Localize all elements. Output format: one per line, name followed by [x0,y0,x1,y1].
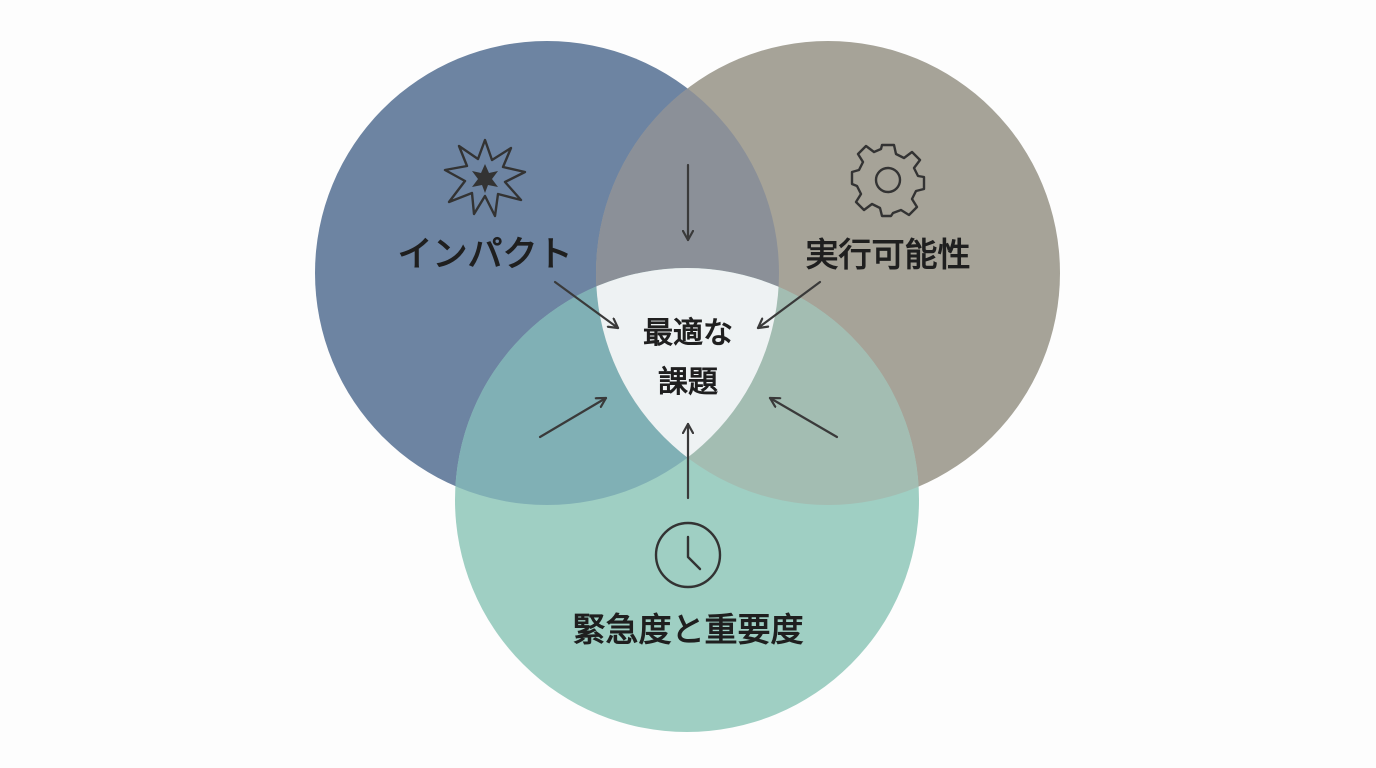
arrow-left [553,280,620,330]
gear-icon [850,143,926,218]
clock-icon [654,521,722,589]
center-label-line1: 最適な [643,316,733,351]
arrow-lower-left [538,396,608,439]
center-label-line2: 課題 [658,365,718,400]
explosion-icon [443,138,527,218]
urgency-label: 緊急度と重要度 [573,610,804,649]
feasibility-label: 実行可能性 [806,235,971,274]
arrow-lower-right [768,396,839,439]
impact-label: インパクト [397,235,572,275]
arrow-right [756,280,822,330]
